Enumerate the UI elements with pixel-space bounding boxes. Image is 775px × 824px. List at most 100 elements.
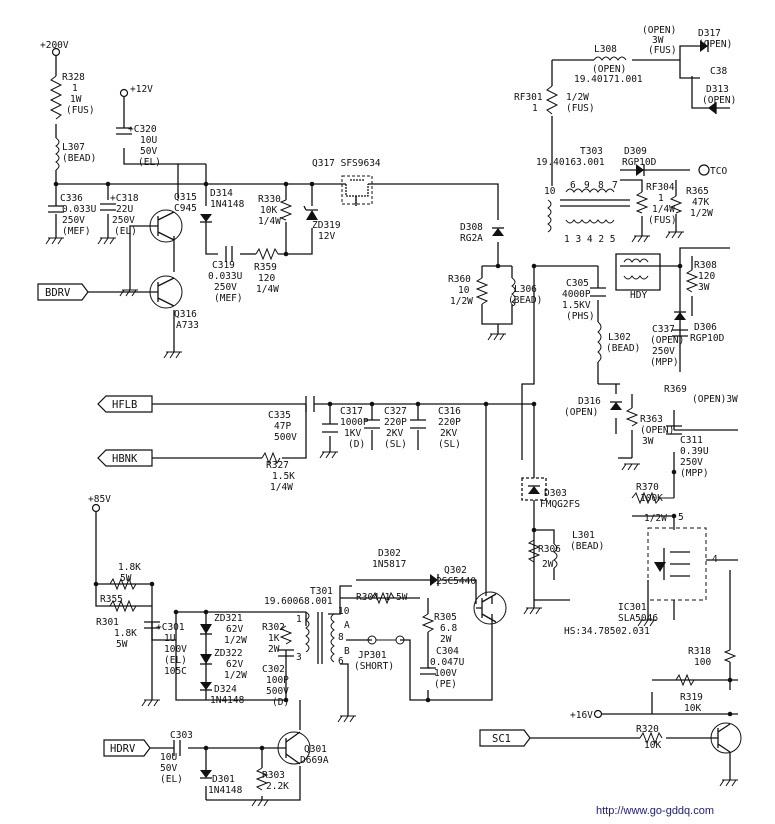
v16-label: +16V	[570, 710, 593, 721]
t303-symbol	[547, 188, 630, 233]
l301-label: L301	[572, 530, 595, 541]
hbnk-label: HBNK	[112, 453, 138, 465]
l307-symbol	[55, 137, 60, 171]
svg-text:10U: 10U	[140, 135, 157, 146]
svg-text:4: 4	[712, 554, 718, 565]
d324-label: D324	[214, 684, 237, 695]
r360-symbol	[475, 277, 489, 305]
svg-text:1N5817: 1N5817	[372, 559, 406, 570]
svg-text:(OPEN): (OPEN)	[650, 335, 684, 346]
junctions	[53, 181, 733, 751]
hdrv-port	[103, 739, 151, 757]
r303-symbol	[255, 767, 269, 791]
svg-text:(MEF): (MEF)	[214, 293, 243, 304]
c301-label: +C301	[156, 622, 185, 633]
svg-text:(BEAD): (BEAD)	[508, 295, 542, 306]
svg-text:(MPP): (MPP)	[650, 357, 679, 368]
r355-symbol	[109, 577, 137, 591]
svg-text:0.033U: 0.033U	[208, 271, 243, 282]
svg-text:10: 10	[338, 606, 350, 617]
rail-labels: +200V +12V +85V +16V TCO	[40, 40, 727, 721]
hdy-symbol	[623, 258, 649, 280]
svg-text:1/2W: 1/2W	[450, 296, 473, 307]
r306-symbol	[527, 539, 541, 563]
q302-label: Q302	[444, 565, 467, 576]
zd321-label: ZD321	[214, 613, 243, 624]
svg-text:100K: 100K	[640, 493, 663, 504]
t301-symbol	[305, 611, 335, 664]
r360-label: R360	[448, 274, 471, 285]
d308-symbol	[492, 227, 504, 236]
open-fus-label: (OPEN)	[642, 25, 676, 36]
svg-text:RGP10D: RGP10D	[690, 333, 725, 344]
svg-text:1000P: 1000P	[340, 417, 369, 428]
c320-label: +C320	[128, 124, 157, 135]
t303-label: T303	[580, 146, 603, 157]
svg-text:B: B	[344, 646, 350, 657]
q301-label: Q301	[304, 744, 327, 755]
r304-label: R304 1 5W	[356, 592, 408, 603]
svg-text:1.8K: 1.8K	[114, 628, 137, 639]
svg-text:19.40163.001: 19.40163.001	[536, 157, 605, 168]
r302-symbol	[279, 625, 293, 645]
c303-label: C303	[170, 730, 193, 741]
hdy-label: HDY	[630, 290, 647, 301]
svg-text:(PHS): (PHS)	[566, 311, 595, 322]
q317-symbol	[341, 175, 373, 206]
svg-text:1N4148: 1N4148	[210, 695, 245, 706]
r318-symbol	[723, 649, 737, 663]
d301-symbol	[200, 770, 212, 779]
svg-text:1 3 4 2 5: 1 3 4 2 5	[564, 234, 615, 245]
svg-text:2W: 2W	[440, 634, 452, 645]
sc1-port	[479, 729, 531, 747]
d314-symbol	[200, 214, 212, 223]
r319-symbol	[675, 673, 695, 687]
d309-symbol	[636, 164, 645, 176]
jp301-label: JP301	[358, 650, 387, 661]
component-labels: R328 1 1W (FUS) L307 (BEAD) +C320 10U 50…	[60, 25, 738, 796]
c305-label: C305	[566, 278, 589, 289]
l306-symbol	[510, 277, 516, 307]
port-labels: BDRV HFLB HBNK HDRV SC1	[45, 287, 511, 755]
c305-symbol	[590, 287, 606, 297]
svg-text:500V: 500V	[274, 432, 297, 443]
svg-text:100V: 100V	[164, 644, 187, 655]
r308-label: R308	[694, 260, 717, 271]
svg-text:10K: 10K	[260, 205, 277, 216]
svg-text:1: 1	[658, 193, 664, 204]
c317-symbol	[322, 423, 338, 433]
svg-text:4000P: 4000P	[562, 289, 591, 300]
r308-symbol	[685, 269, 699, 293]
svg-text:(OPEN)3W: (OPEN)3W	[692, 394, 738, 405]
r359-symbol	[255, 247, 279, 261]
c303-symbol	[173, 740, 181, 756]
d317-symbol	[700, 40, 709, 52]
c316-label: C316	[438, 406, 461, 417]
rf304-symbol	[635, 191, 649, 214]
d306-symbol	[674, 311, 686, 320]
svg-text:2KV: 2KV	[386, 428, 403, 439]
hdrv-label: HDRV	[110, 743, 136, 755]
c318-label: +C318	[110, 193, 139, 204]
svg-text:(OPEN): (OPEN)	[592, 64, 626, 75]
svg-text:6.8: 6.8	[440, 623, 457, 634]
c316-symbol	[410, 419, 426, 429]
svg-text:2SC5440: 2SC5440	[436, 576, 476, 587]
svg-text:(D): (D)	[272, 697, 289, 708]
c319-label: C319	[212, 260, 235, 271]
r328-label: R328	[62, 72, 85, 83]
d314-label: D314	[210, 188, 233, 199]
svg-text:19.60068.001: 19.60068.001	[264, 596, 333, 607]
svg-text:1/4W: 1/4W	[256, 284, 279, 295]
tco-label: TCO	[710, 166, 727, 177]
d303-symbol	[521, 477, 547, 501]
jp301-symbol	[367, 635, 405, 645]
c337-label: C337	[652, 324, 675, 335]
svg-text:D669A: D669A	[300, 755, 329, 766]
svg-text:RG2A: RG2A	[460, 233, 483, 244]
svg-text:2W: 2W	[268, 644, 280, 655]
d301-label: D301	[212, 774, 235, 785]
svg-text:(BEAD): (BEAD)	[570, 541, 604, 552]
svg-text:(D): (D)	[348, 439, 365, 450]
svg-text:250V: 250V	[62, 215, 85, 226]
